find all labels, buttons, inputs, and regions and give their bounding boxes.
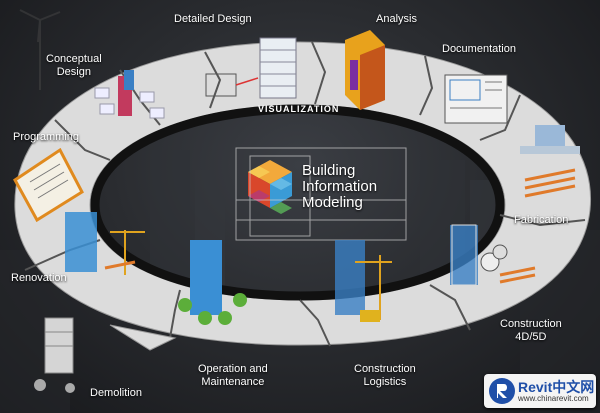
logo-text: Revit中文网 [518, 379, 595, 395]
bim-title-line-1: Building [302, 162, 356, 179]
label-programming: Programming [13, 131, 80, 143]
fabrication-icon [520, 125, 580, 198]
analysis-icon [345, 30, 385, 110]
conceptual-design-icon [94, 70, 165, 119]
detailed-design-icon [205, 37, 297, 99]
label-construction-logistics: Construction Logistics [354, 363, 416, 388]
construction-logistics-icon [335, 240, 392, 322]
label-construction-4d5d: Construction 4D/5D [500, 318, 562, 343]
label-demolition: Demolition [90, 387, 142, 399]
demolition-icon [34, 317, 75, 393]
label-conceptual-design: Conceptual Design [46, 53, 102, 78]
programming-clipboard-icon [13, 147, 84, 223]
bim-cube-logo [248, 160, 292, 214]
visualization-label: VISUALIZATION [258, 104, 340, 114]
label-fabrication: Fabrication [514, 214, 569, 226]
construction-4d5d-icon [450, 224, 536, 286]
operation-maintenance-icon [178, 240, 247, 325]
label-renovation: Renovation [11, 272, 67, 284]
bim-title: Building Information Modeling [302, 163, 377, 211]
bim-title-line-2: Information [302, 178, 378, 195]
renovation-icon [65, 212, 145, 275]
bim-title-line-3: Modeling [302, 194, 363, 211]
label-detailed-design: Detailed Design [174, 13, 252, 25]
label-analysis: Analysis [376, 13, 417, 25]
documentation-icon [444, 74, 508, 124]
revit-r-icon [489, 378, 515, 404]
label-operation-maintenance: Operation and Maintenance [198, 363, 268, 388]
label-documentation: Documentation [442, 43, 516, 55]
logo-url: www.chinarevit.com [518, 394, 589, 403]
wireframe-building [235, 147, 407, 241]
revit-logo-badge: Revit中文网 www.chinarevit.com [484, 374, 596, 408]
